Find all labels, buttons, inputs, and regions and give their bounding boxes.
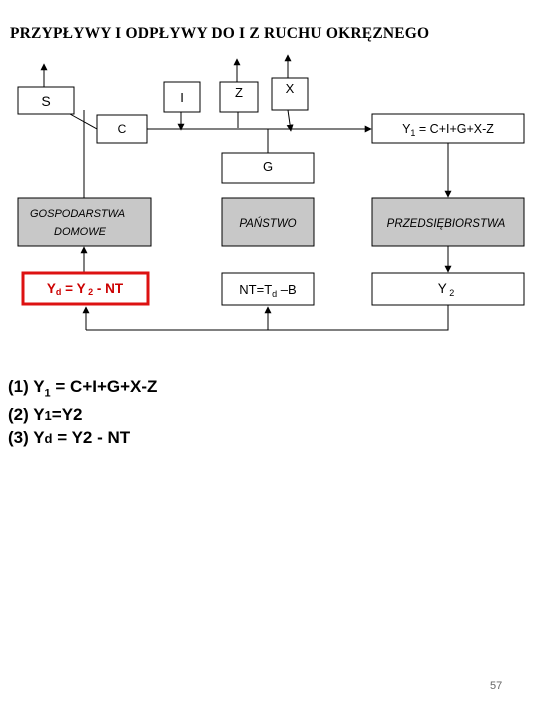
flow-arrows <box>40 54 452 331</box>
c-box <box>96 114 148 144</box>
state-label: PAŃSTWO <box>239 217 296 230</box>
yd-label: Yd = Y 2 - NT <box>47 281 124 297</box>
equation-2: (2) Y1=Y2 <box>8 405 83 425</box>
y2-loop-line <box>86 305 449 331</box>
y1-box <box>371 113 525 144</box>
c-label: C <box>118 122 127 136</box>
firms-label: PRZEDSIĘBIORSTWA <box>387 218 506 230</box>
equation-3: (3) Yd = Y2 - NT <box>8 428 131 448</box>
y1-label: Y1 = C+I+G+X-Z <box>402 122 494 138</box>
s-box <box>17 86 75 115</box>
i-box <box>163 81 201 113</box>
page-title: PRZYPŁYWY I ODPŁYWY DO I Z RUCHU OKRĘZNE… <box>10 25 430 42</box>
g-box <box>221 152 315 184</box>
yd-box <box>21 271 150 306</box>
x-down-arrow <box>286 109 294 132</box>
z-box <box>219 81 259 113</box>
state-box <box>221 197 315 247</box>
g-label: G <box>263 159 273 174</box>
x-label: X <box>286 81 295 96</box>
x-box <box>271 77 309 111</box>
nt-label: NT=Td –B <box>239 282 296 299</box>
firms-box <box>371 197 525 247</box>
z-label: Z <box>235 85 243 100</box>
page-number: 57 <box>490 680 503 692</box>
equations-list: (1) Y1 = C+I+G+X-Z (2) Y1=Y2 (3) Yd = Y2… <box>8 376 157 450</box>
i-label: I <box>180 90 184 105</box>
equation-1: (1) Y1 = C+I+G+X-Z <box>8 377 158 400</box>
y2-box <box>371 272 525 306</box>
s-label: S <box>41 93 50 109</box>
nt-box <box>221 272 315 306</box>
households-box <box>17 197 152 247</box>
y2-label: Y 2 <box>438 281 455 298</box>
